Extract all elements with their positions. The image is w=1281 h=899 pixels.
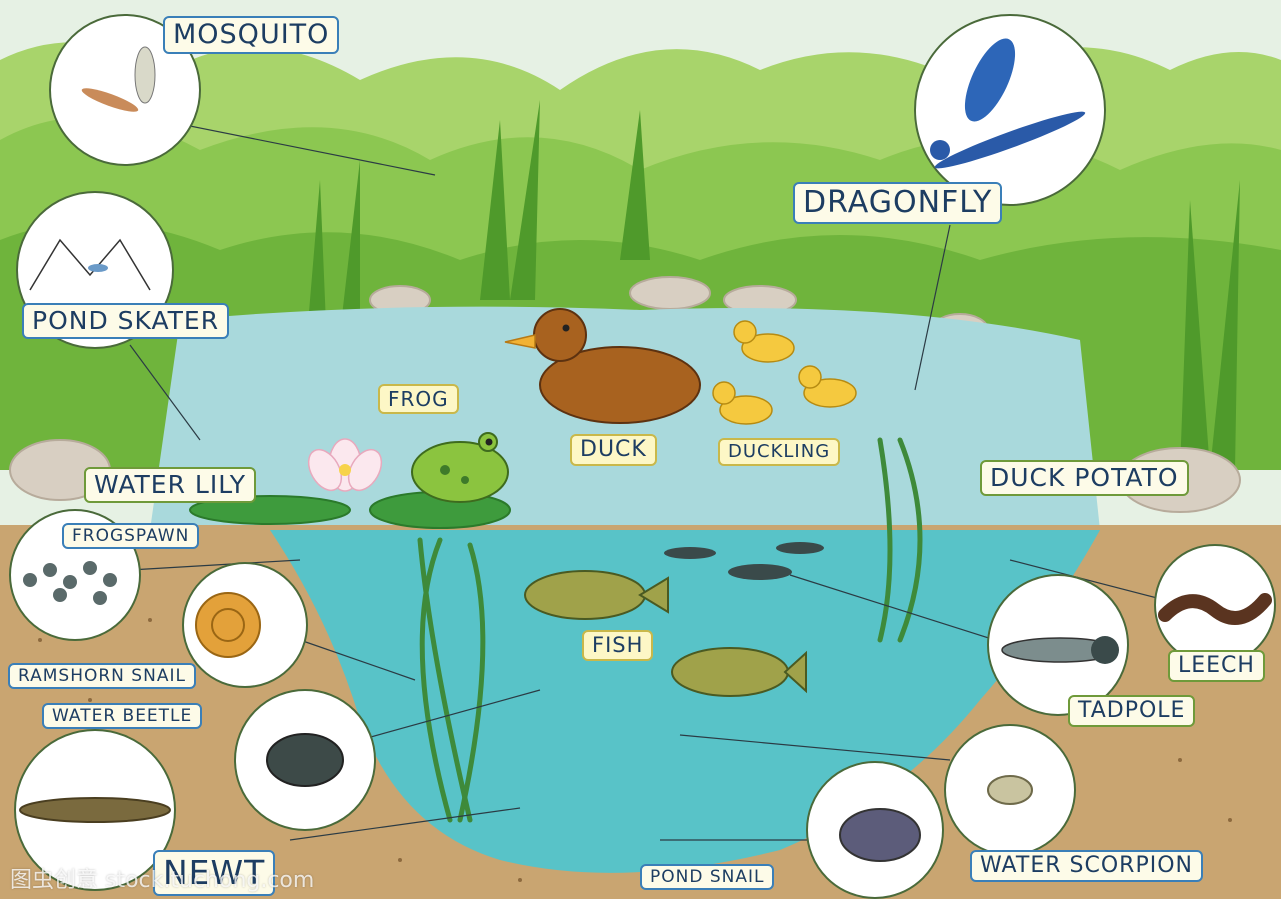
label-water-beetle: WATER BEETLE	[42, 703, 202, 729]
label-dragonfly: DRAGONFLY	[793, 182, 1002, 224]
label-frog: FROG	[378, 384, 459, 414]
label-duckling: DUCKLING	[718, 438, 840, 466]
label-water-lily: WATER LILY	[84, 467, 256, 503]
label-pond-skater: POND SKATER	[22, 303, 229, 339]
label-duck: DUCK	[570, 434, 657, 466]
label-water-scorpion: WATER SCORPION	[970, 850, 1203, 882]
label-leech: LEECH	[1168, 650, 1265, 682]
label-frogspawn: FROGSPAWN	[62, 523, 199, 549]
label-mosquito: MOSQUITO	[163, 16, 339, 54]
stock-watermark: 图虫创意 stock.tuchong.com	[10, 862, 314, 894]
label-ramshorn-snail: RAMSHORN SNAIL	[8, 663, 196, 689]
label-tadpole: TADPOLE	[1068, 695, 1195, 727]
label-fish: FISH	[582, 630, 653, 661]
label-pond-snail: POND SNAIL	[640, 864, 774, 890]
label-duck-potato: DUCK POTATO	[980, 460, 1189, 496]
